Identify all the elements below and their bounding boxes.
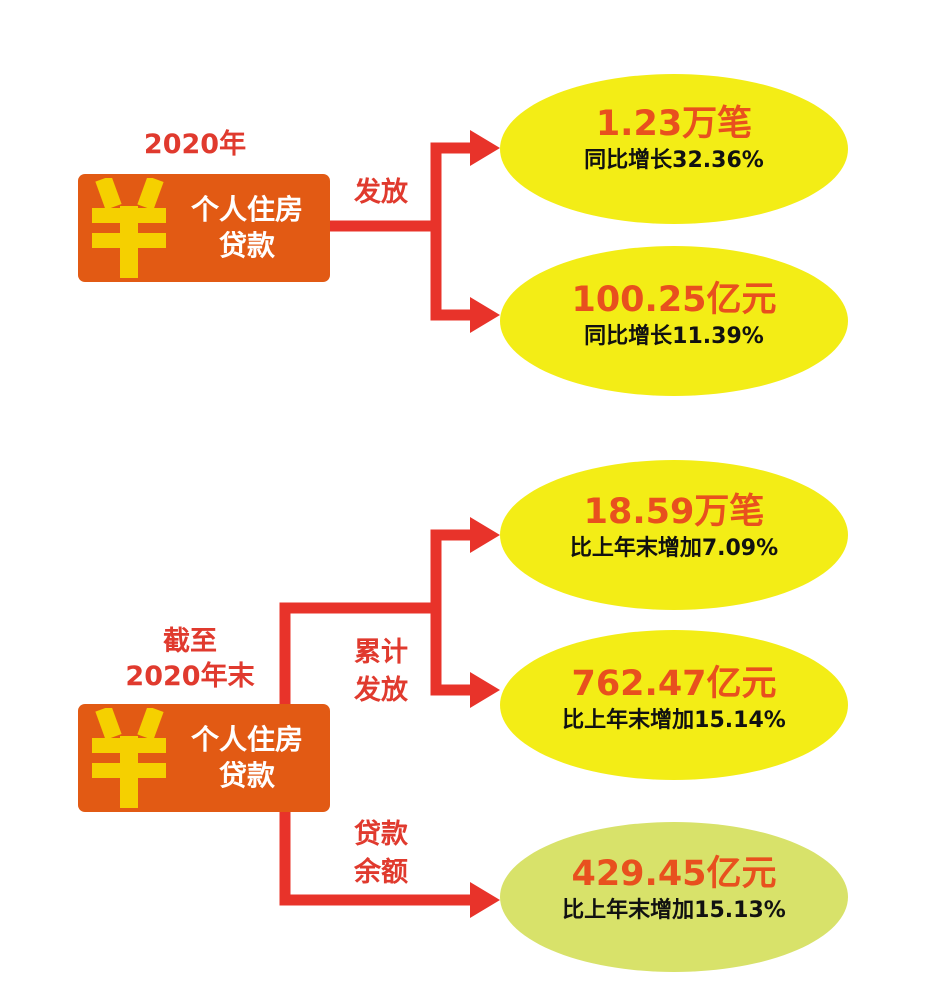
section2-year-label-line2: 2020年末	[125, 661, 255, 692]
section2-verb2-line1: 贷款	[354, 819, 408, 850]
result-value: 429.45亿元	[571, 854, 777, 894]
section1-connectors	[328, 142, 478, 321]
yen-icon	[90, 175, 168, 278]
section2-loan-box: 个人住房 贷款	[78, 704, 330, 812]
loan-label-line2: 贷款	[218, 759, 275, 792]
result-value: 1.23万笔	[595, 104, 753, 144]
branch-upper	[430, 142, 478, 226]
section2-verb1-line1: 累计	[354, 637, 408, 668]
result-value: 762.47亿元	[571, 664, 777, 704]
loan-label-line2: 贷款	[218, 229, 275, 262]
stem-lower	[279, 808, 478, 906]
result-growth: 比上年末增加7.09%	[569, 536, 779, 561]
result-value: 18.59万笔	[583, 492, 765, 532]
result-growth: 比上年末增加15.13%	[562, 898, 786, 923]
arrowhead-middle	[470, 672, 500, 708]
result-ellipse: 429.45亿元 比上年末增加15.13%	[500, 822, 848, 972]
section1-year-label: 2020年	[143, 129, 247, 160]
result-growth: 同比增长11.39%	[584, 324, 764, 349]
branch-top	[430, 529, 478, 608]
result-ellipse: 18.59万笔 比上年末增加7.09%	[500, 460, 848, 610]
loan-label-line1: 个人住房	[190, 723, 303, 756]
arrowhead-upper	[470, 130, 500, 166]
result-ellipse: 100.25亿元 同比增长11.39%	[500, 246, 848, 396]
arrowhead-top	[470, 517, 500, 553]
result-value: 100.25亿元	[571, 280, 777, 320]
section2-verb1-line2: 发放	[354, 675, 408, 706]
result-growth: 比上年末增加15.14%	[562, 708, 786, 733]
result-ellipse: 762.47亿元 比上年末增加15.14%	[500, 630, 848, 780]
section2-connectors	[279, 529, 478, 906]
section1-loan-box: 个人住房 贷款	[78, 174, 330, 282]
yen-icon	[90, 705, 168, 808]
result-ellipse: 1.23万笔 同比增长32.36%	[500, 74, 848, 224]
branch-middle	[430, 608, 478, 696]
arrowhead-bottom	[470, 882, 500, 918]
branch-lower	[430, 226, 478, 321]
section2-verb2-line2: 余额	[354, 857, 408, 888]
loan-label-line1: 个人住房	[190, 193, 303, 226]
stem-upper	[279, 602, 436, 705]
section1-verb-label: 发放	[354, 177, 408, 208]
section2-arrowheads	[470, 517, 500, 918]
section2-year-label-line1: 截至	[163, 626, 217, 657]
section1-arrowheads	[470, 130, 500, 333]
result-growth: 同比增长32.36%	[584, 148, 764, 173]
arrowhead-lower	[470, 297, 500, 333]
